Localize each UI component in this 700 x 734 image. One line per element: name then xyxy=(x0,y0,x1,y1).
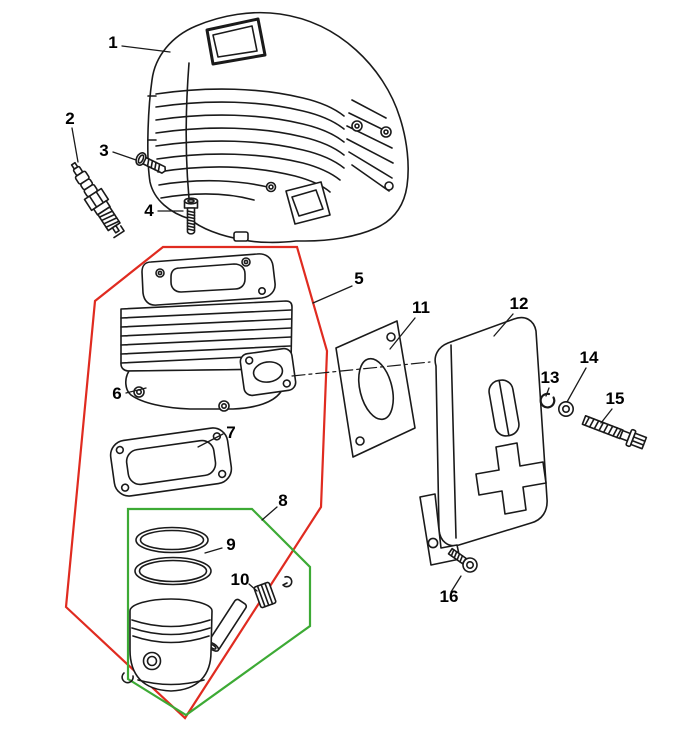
muffler-gasket xyxy=(335,320,416,458)
piston-ring xyxy=(135,526,209,554)
gasket-cutout xyxy=(125,439,217,486)
plate-screw xyxy=(241,257,251,267)
bracket-screw xyxy=(447,547,478,573)
e-clip xyxy=(539,392,556,409)
callout-labels: 1 2 3 4 5 6 7 8 9 10 11 12 13 14 15 16 xyxy=(65,33,624,606)
callout-leader-lines xyxy=(71,45,613,593)
callout-16: 16 xyxy=(440,587,459,606)
piston-circlip xyxy=(121,672,134,684)
cover-clip xyxy=(233,231,249,242)
callout-11: 11 xyxy=(412,298,430,317)
cylinder-bolt xyxy=(183,197,199,235)
cylinder-gasket xyxy=(109,427,233,497)
callout-10: 10 xyxy=(231,570,250,589)
callout-1: 1 xyxy=(108,33,117,52)
cylinder-top-plate xyxy=(141,253,276,306)
muffler-plus-emboss xyxy=(475,442,547,515)
cover-screw xyxy=(135,152,167,174)
callout-15: 15 xyxy=(606,389,625,408)
cylinder-assembly-group-outline xyxy=(64,245,329,720)
cylinder-boss xyxy=(218,400,230,412)
muffler-body xyxy=(434,316,548,547)
plate-screw xyxy=(155,268,165,278)
muffler-gasket-port xyxy=(357,357,395,421)
callout-2: 2 xyxy=(65,109,74,128)
cover-hole xyxy=(384,181,394,191)
callout-9: 9 xyxy=(226,535,235,554)
cylinder xyxy=(120,253,297,412)
engine-cover-window-inner xyxy=(212,25,258,58)
engine-cover-square-vent xyxy=(285,181,331,225)
piston xyxy=(121,598,213,692)
center-line xyxy=(291,361,431,377)
callout-12: 12 xyxy=(510,294,529,313)
callout-6: 6 xyxy=(112,384,121,403)
exhaust-port xyxy=(252,361,284,383)
piston-body xyxy=(129,598,213,692)
washer xyxy=(557,400,574,417)
exhaust-flange xyxy=(239,347,297,397)
engine-cover-vent-slats xyxy=(346,99,394,192)
cover-hole xyxy=(265,181,277,193)
callout-5: 5 xyxy=(354,269,363,288)
callout-4: 4 xyxy=(144,201,154,220)
pin-clip xyxy=(282,575,293,588)
screw-head xyxy=(462,557,478,573)
callout-14: 14 xyxy=(580,348,599,367)
spark-plug-electrode xyxy=(111,224,120,234)
engine-cover xyxy=(147,11,409,244)
callout-8: 8 xyxy=(278,491,287,510)
callout-13: 13 xyxy=(541,368,560,387)
callout-3: 3 xyxy=(99,141,108,160)
bracket-hole xyxy=(427,537,439,549)
cover-hole xyxy=(351,120,363,132)
piston-ring xyxy=(134,556,212,586)
muffler xyxy=(419,316,548,566)
spark-plug xyxy=(70,161,125,239)
cover-hole xyxy=(380,126,392,138)
callout-7: 7 xyxy=(226,423,235,442)
piston-assembly-group-outline xyxy=(126,507,312,717)
piston-pin-hole xyxy=(142,651,162,671)
piston-rings xyxy=(134,526,212,586)
needle-bearing xyxy=(253,581,277,609)
engine-cover-body xyxy=(147,11,409,244)
muffler-bolt xyxy=(581,414,648,450)
